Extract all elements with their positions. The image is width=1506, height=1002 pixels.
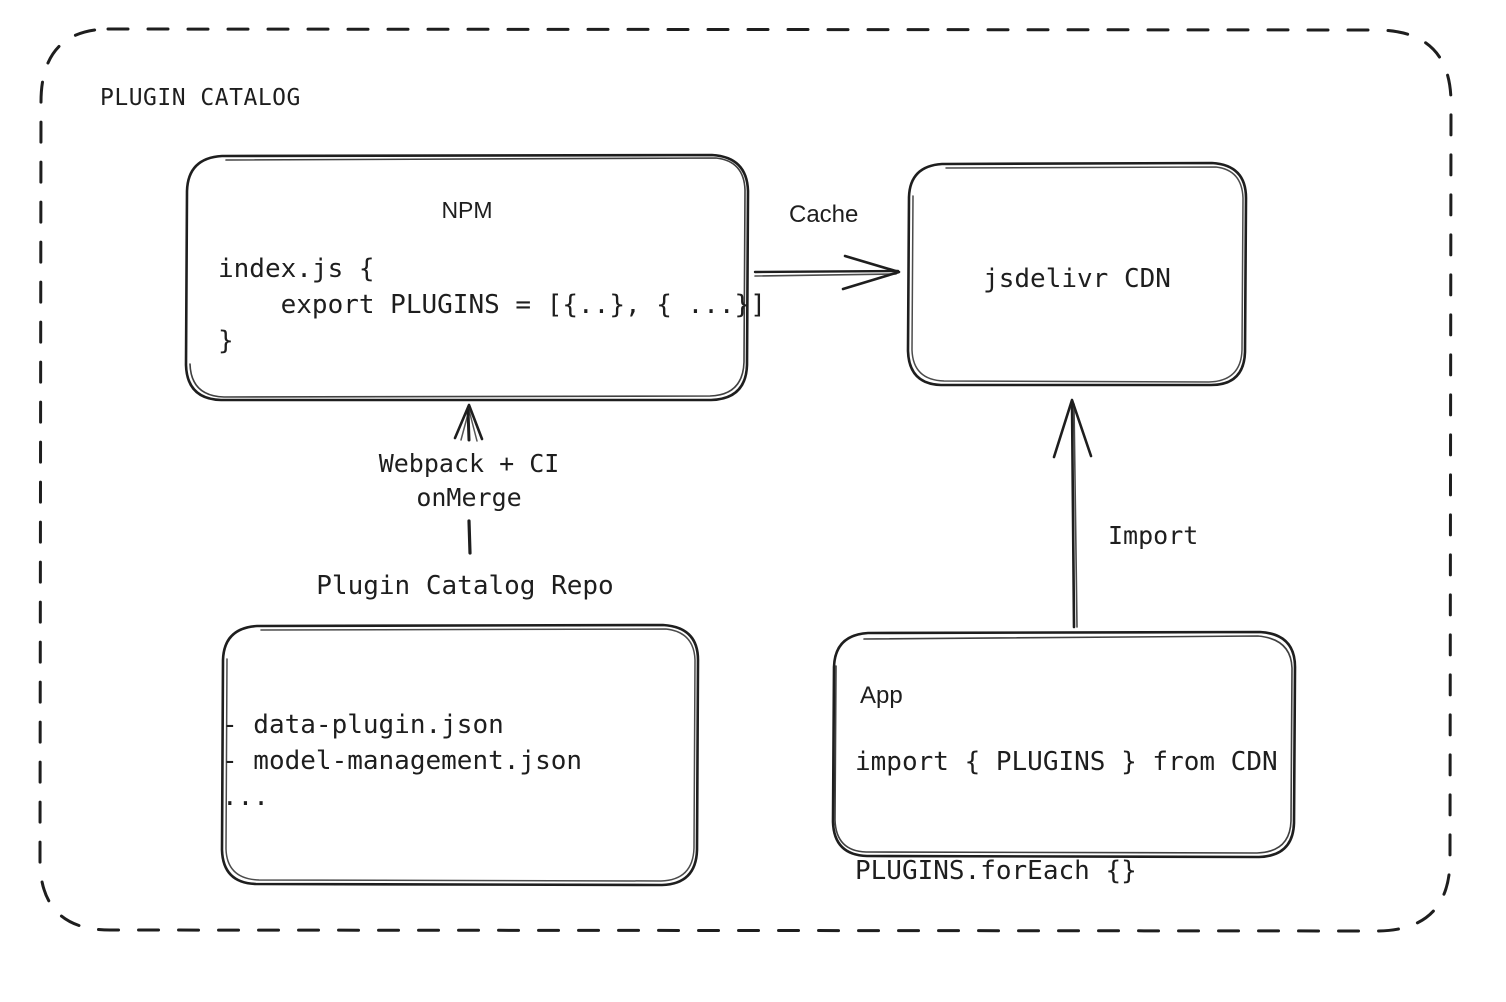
app-node-title: App	[860, 682, 903, 709]
app-node-code: import { PLUGINS } from CDN PLUGINS.forE…	[855, 747, 1278, 887]
import-edge-label: Import	[1108, 521, 1199, 550]
cache-edge-label: Cache	[789, 201, 859, 228]
import-arrow	[1052, 398, 1093, 629]
repo-node-caption: Plugin Catalog Repo	[316, 571, 614, 601]
cache-arrow	[753, 254, 901, 291]
npm-node-title: NPM	[441, 197, 493, 223]
cdn-node-title: jsdelivr CDN	[983, 264, 1171, 294]
build-edge-label: Webpack + CI onMerge	[378, 449, 560, 512]
group-title-label: PLUGIN CATALOG	[100, 85, 301, 111]
npm-node-code: index.js { export PLUGINS = [{..}, { ...…	[218, 254, 766, 356]
repo-node-file-list: - data-plugin.json - model-management.js…	[222, 710, 583, 812]
